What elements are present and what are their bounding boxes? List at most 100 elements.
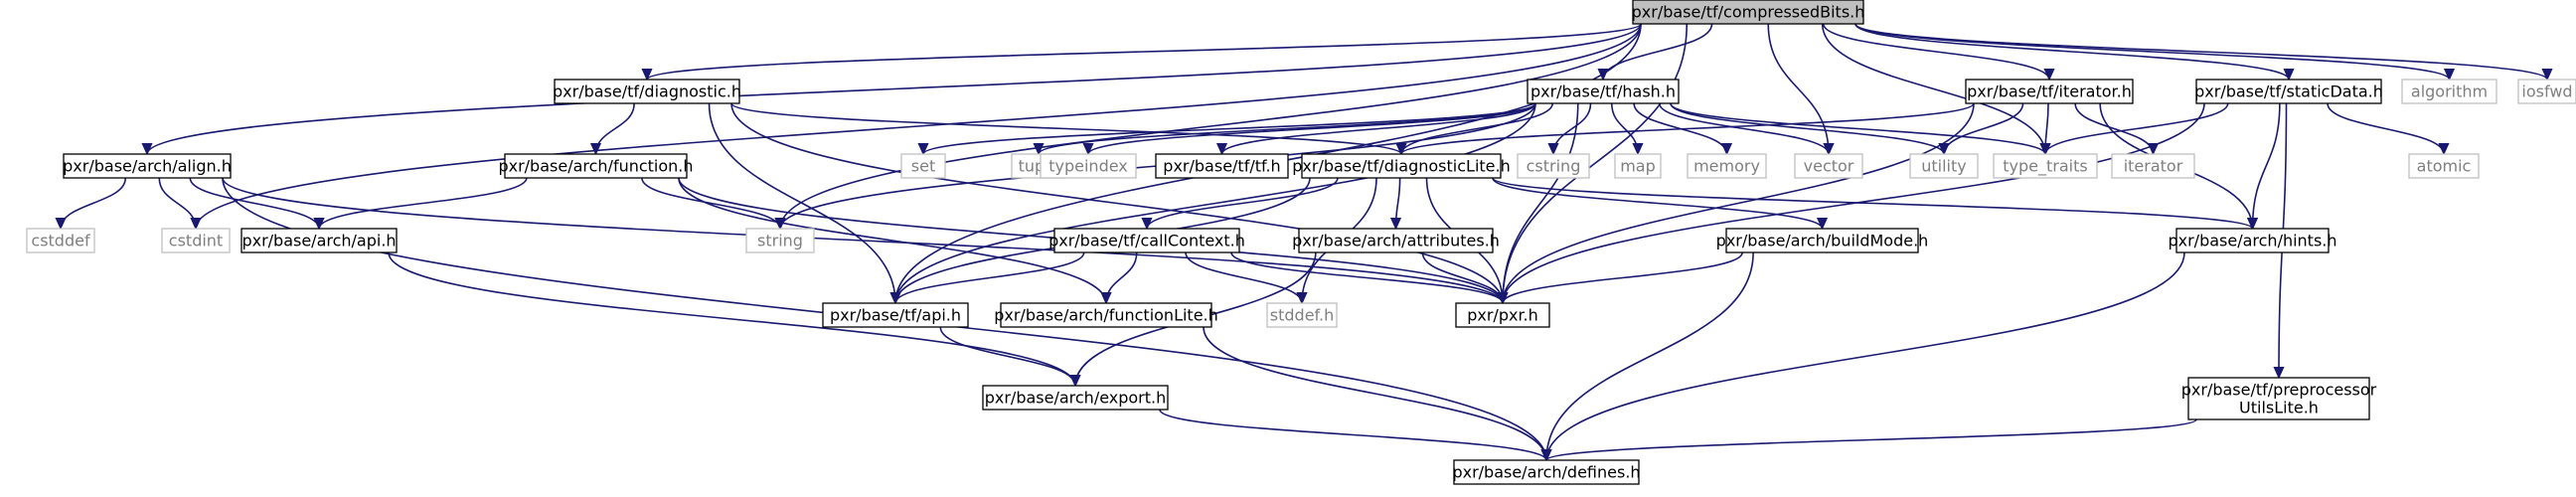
- node-label-memory: memory: [1693, 157, 1760, 176]
- node-functionLite[interactable]: pxr/base/arch/functionLite.h: [994, 302, 1218, 328]
- edge-export-to-defines: [1159, 409, 1546, 461]
- node-label-iterator: pxr/base/tf/iterator.h: [1967, 83, 2132, 101]
- node-label-set: set: [911, 157, 935, 176]
- edge-staticData-to-hints: [2253, 102, 2281, 229]
- edge-compressedBits-to-cstdint: [196, 23, 1642, 229]
- edge-buildMode-to-pxr: [1503, 251, 1743, 304]
- edge-compressedBits-to-diagnostic: [647, 23, 1642, 81]
- node-box-type_traits: [1993, 153, 2098, 179]
- node-box-diagnosticLite: [1301, 153, 1502, 179]
- edge-hints-to-defines: [1546, 251, 2185, 460]
- node-label-compressedBits: pxr/base/tf/compressedBits.h: [1632, 3, 1865, 22]
- edge-diagnosticLite-to-callContext: [1147, 177, 1339, 230]
- edge-hash-to-cstring: [1553, 102, 1592, 155]
- node-compressedBits[interactable]: pxr/base/tf/compressedBits.h: [1632, 0, 1865, 25]
- node-label-map: map: [1620, 157, 1656, 176]
- node-iosfwd: iosfwd: [2517, 79, 2576, 104]
- node-box-callContext: [1053, 228, 1240, 253]
- node-box-cstddef: [26, 228, 95, 253]
- edge-buildMode-to-defines: [1546, 251, 1754, 460]
- edge-iterator-to-utility: [1944, 102, 2024, 155]
- edge-hash-to-vector: [1658, 102, 1829, 155]
- edge-callContext-to-tfApi: [895, 251, 1085, 304]
- edge-hash-to-tuple: [1039, 102, 1536, 155]
- node-attributes[interactable]: pxr/base/arch/attributes.h: [1292, 228, 1500, 253]
- edge-archApi-to-export: [388, 251, 1075, 387]
- node-box-typeindex: [1040, 153, 1137, 179]
- node-box-function: [504, 153, 688, 179]
- node-callContext[interactable]: pxr/base/tf/callContext.h: [1048, 228, 1245, 253]
- node-staticData[interactable]: pxr/base/tf/staticData.h: [2194, 79, 2383, 104]
- node-label-diagnosticLite: pxr/base/tf/diagnosticLite.h: [1292, 157, 1510, 176]
- node-box-export: [982, 385, 1169, 411]
- node-box-cstdint: [161, 228, 231, 253]
- node-label-cstddef: cstddef: [31, 232, 90, 250]
- node-label-export: pxr/base/arch/export.h: [985, 389, 1167, 408]
- node-box-attributes: [1298, 228, 1494, 253]
- edge-diagnosticLite-to-hints: [1492, 177, 2253, 230]
- node-box-vector: [1794, 153, 1863, 179]
- node-layer: pxr/base/tf/compressedBits.h pxr/base/arc…: [26, 0, 2576, 485]
- node-label-align: pxr/base/arch/align.h: [63, 157, 232, 176]
- node-box-tfApi: [822, 302, 969, 328]
- node-label-string: string: [757, 232, 803, 250]
- node-box-staticData: [2195, 79, 2382, 104]
- node-set: set: [900, 153, 946, 179]
- edge-hash-to-utility: [1670, 102, 1944, 155]
- edge-compressedBits-to-staticData: [1854, 23, 2289, 81]
- node-box-memory: [1687, 153, 1767, 179]
- edge-staticData-to-atomic: [2327, 102, 2444, 155]
- node-box-iteratorStd: [2111, 153, 2195, 179]
- node-label-preprocessorUtilsLite-line2: UtilsLite.h: [2239, 399, 2319, 417]
- node-export[interactable]: pxr/base/arch/export.h: [982, 385, 1169, 411]
- node-align[interactable]: pxr/base/arch/align.h: [63, 153, 232, 179]
- node-pxr[interactable]: pxr/pxr.h: [1455, 302, 1550, 328]
- node-diagnosticLite[interactable]: pxr/base/tf/diagnosticLite.h: [1292, 153, 1511, 179]
- node-label-vector: vector: [1804, 157, 1854, 176]
- node-hints[interactable]: pxr/base/arch/hints.h: [2168, 228, 2337, 253]
- node-vector: vector: [1794, 153, 1863, 179]
- node-box-iosfwd: [2517, 79, 2576, 104]
- node-label-staticData: pxr/base/tf/staticData.h: [2194, 83, 2383, 101]
- node-label-archApi: pxr/base/arch/api.h: [242, 232, 396, 250]
- edge-diagnostic-to-diagnosticLite: [730, 102, 1401, 155]
- edge-compressedBits-to-vector: [1767, 23, 1829, 154]
- edge-diagnosticLite-to-attributes: [1396, 177, 1400, 229]
- node-box-utility: [1909, 153, 1979, 179]
- edge-staticData-to-type_traits: [2045, 102, 2229, 155]
- edge-hash-to-type_traits: [1670, 102, 2045, 155]
- node-label-cstring: cstring: [1527, 157, 1581, 176]
- edge-align-to-cstddef: [61, 177, 127, 230]
- node-box-align: [63, 153, 232, 179]
- edge-compressedBits-to-align: [147, 23, 1642, 155]
- node-box-string: [745, 228, 815, 253]
- node-buildMode[interactable]: pxr/base/arch/buildMode.h: [1716, 228, 1929, 253]
- node-label-algorithm: algorithm: [2411, 83, 2488, 101]
- node-box-pxr: [1455, 302, 1550, 328]
- edge-compressedBits-to-string: [780, 23, 1642, 229]
- node-function[interactable]: pxr/base/arch/function.h: [498, 153, 694, 179]
- edge-attributes-to-pxr: [1421, 251, 1503, 304]
- node-box-algorithm: [2401, 79, 2497, 104]
- node-archApi[interactable]: pxr/base/arch/api.h: [241, 228, 398, 253]
- edge-function-to-functionLite: [678, 177, 1106, 304]
- node-hash[interactable]: pxr/base/tf/hash.h: [1527, 79, 1680, 104]
- edge-compressedBits-to-iterator: [1822, 23, 2049, 81]
- node-algorithm: algorithm: [2401, 79, 2497, 104]
- edge-iterator-to-pxr: [1503, 102, 1975, 303]
- node-diagnostic[interactable]: pxr/base/tf/diagnostic.h: [553, 79, 741, 104]
- edge-callContext-to-pxr: [1230, 251, 1503, 304]
- node-box-stddef: [1266, 302, 1338, 328]
- node-iteratorStd: iterator: [2111, 153, 2195, 179]
- node-iterator[interactable]: pxr/base/tf/iterator.h: [1965, 79, 2134, 104]
- node-defines[interactable]: pxr/base/arch/defines.h: [1452, 459, 1641, 485]
- edge-hash-to-tf: [1222, 102, 1536, 155]
- edge-diagnostic-to-tfApi: [708, 102, 896, 303]
- node-tf[interactable]: pxr/base/tf/tf.h: [1155, 153, 1289, 179]
- edge-hash-to-pxr: [1503, 102, 1579, 303]
- node-label-type_traits: type_traits: [2003, 157, 2087, 177]
- node-tfApi[interactable]: pxr/base/tf/api.h: [822, 302, 969, 328]
- node-box-functionLite: [1000, 302, 1212, 328]
